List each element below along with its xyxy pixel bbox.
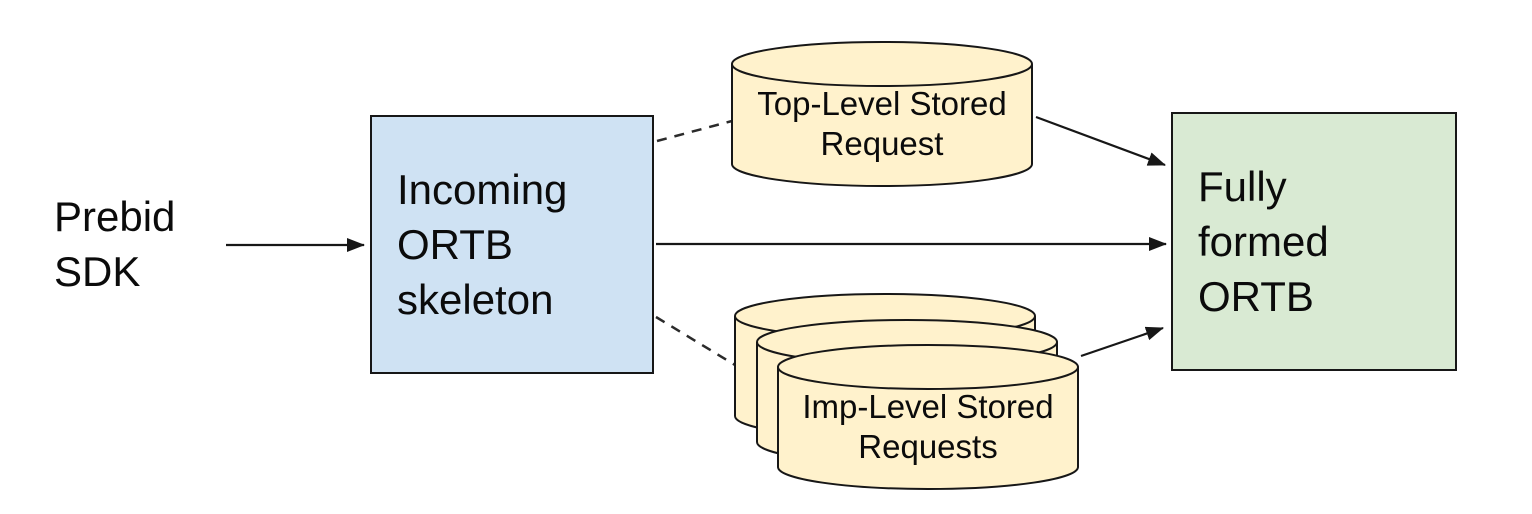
- incoming-label-line3: skeleton: [397, 276, 554, 323]
- cylinder-body: [777, 344, 1079, 490]
- edge-incoming-to-imp-stored: [655, 315, 736, 367]
- prebid-sdk-label-line1: Prebid: [54, 193, 176, 240]
- prebid-sdk-label-line2: SDK: [54, 248, 141, 295]
- database-cylinder-icon: [777, 344, 1079, 490]
- node-incoming-ortb-skeleton: Incoming ORTB skeleton: [370, 115, 654, 374]
- imp-stored-label-line2: Requests: [858, 428, 998, 465]
- incoming-label-line1: Incoming: [397, 166, 568, 213]
- stack-cylinder-front: Imp-Level Stored Requests: [776, 343, 1080, 491]
- fully-formed-label-line2: formed: [1198, 218, 1329, 265]
- node-top-level-stored-request: Top-Level Stored Request: [730, 40, 1034, 188]
- edge-imp-stored-to-fully-formed: [1080, 326, 1164, 358]
- cylinder-lid: [777, 366, 1079, 390]
- imp-stored-label-line1: Imp-Level Stored: [802, 388, 1054, 425]
- node-prebid-sdk: Prebid SDK: [54, 189, 175, 299]
- edge-top-stored-to-fully-formed: [1035, 115, 1166, 167]
- incoming-label-line2: ORTB: [397, 221, 513, 268]
- node-fully-formed-ortb: Fully formed ORTB: [1171, 112, 1457, 371]
- cylinder-lid: [731, 63, 1033, 87]
- top-stored-label-line2: Request: [820, 125, 944, 162]
- fully-formed-label-line3: ORTB: [1198, 273, 1314, 320]
- top-stored-label-line1: Top-Level Stored: [757, 85, 1007, 122]
- edge-incoming-to-top-stored: [656, 119, 733, 143]
- fully-formed-label-line1: Fully: [1198, 163, 1287, 210]
- cylinder-body: [731, 41, 1033, 187]
- database-cylinder-icon: [731, 41, 1033, 187]
